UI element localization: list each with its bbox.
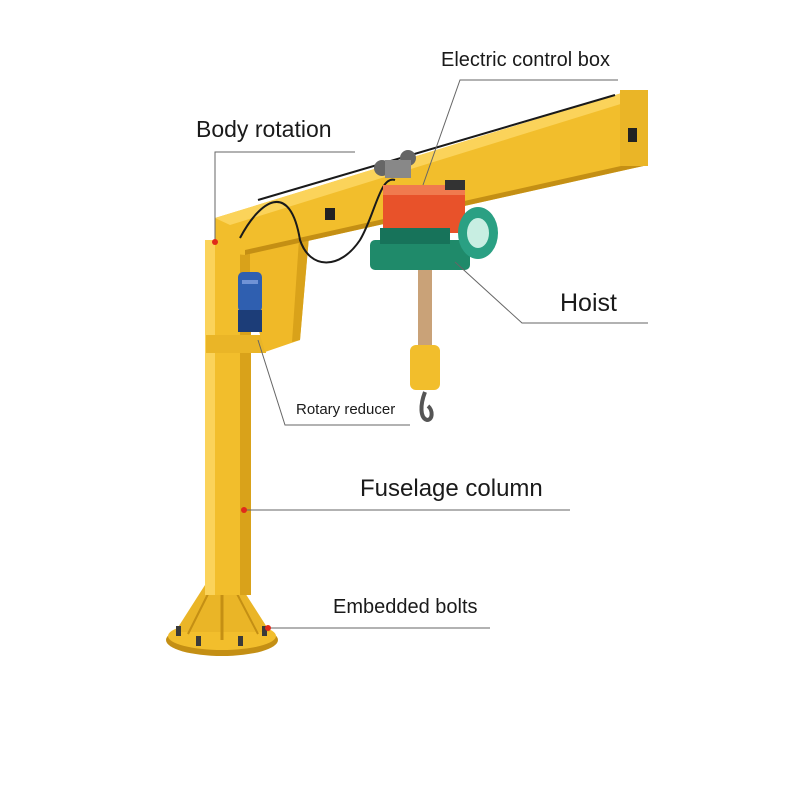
label-electric-control-box: Electric control box xyxy=(441,50,610,70)
label-body-rotation: Body rotation xyxy=(196,118,332,141)
trolley xyxy=(374,150,416,178)
label-hoist: Hoist xyxy=(560,291,617,316)
hook-block xyxy=(410,270,440,420)
rotary-reducer-motor xyxy=(238,272,262,332)
label-rotary-reducer: Rotary reducer xyxy=(296,402,395,417)
electric-control-box-graphic xyxy=(383,180,465,233)
label-embedded-bolts: Embedded bolts xyxy=(333,597,478,617)
label-fuselage-column: Fuselage column xyxy=(360,477,543,501)
